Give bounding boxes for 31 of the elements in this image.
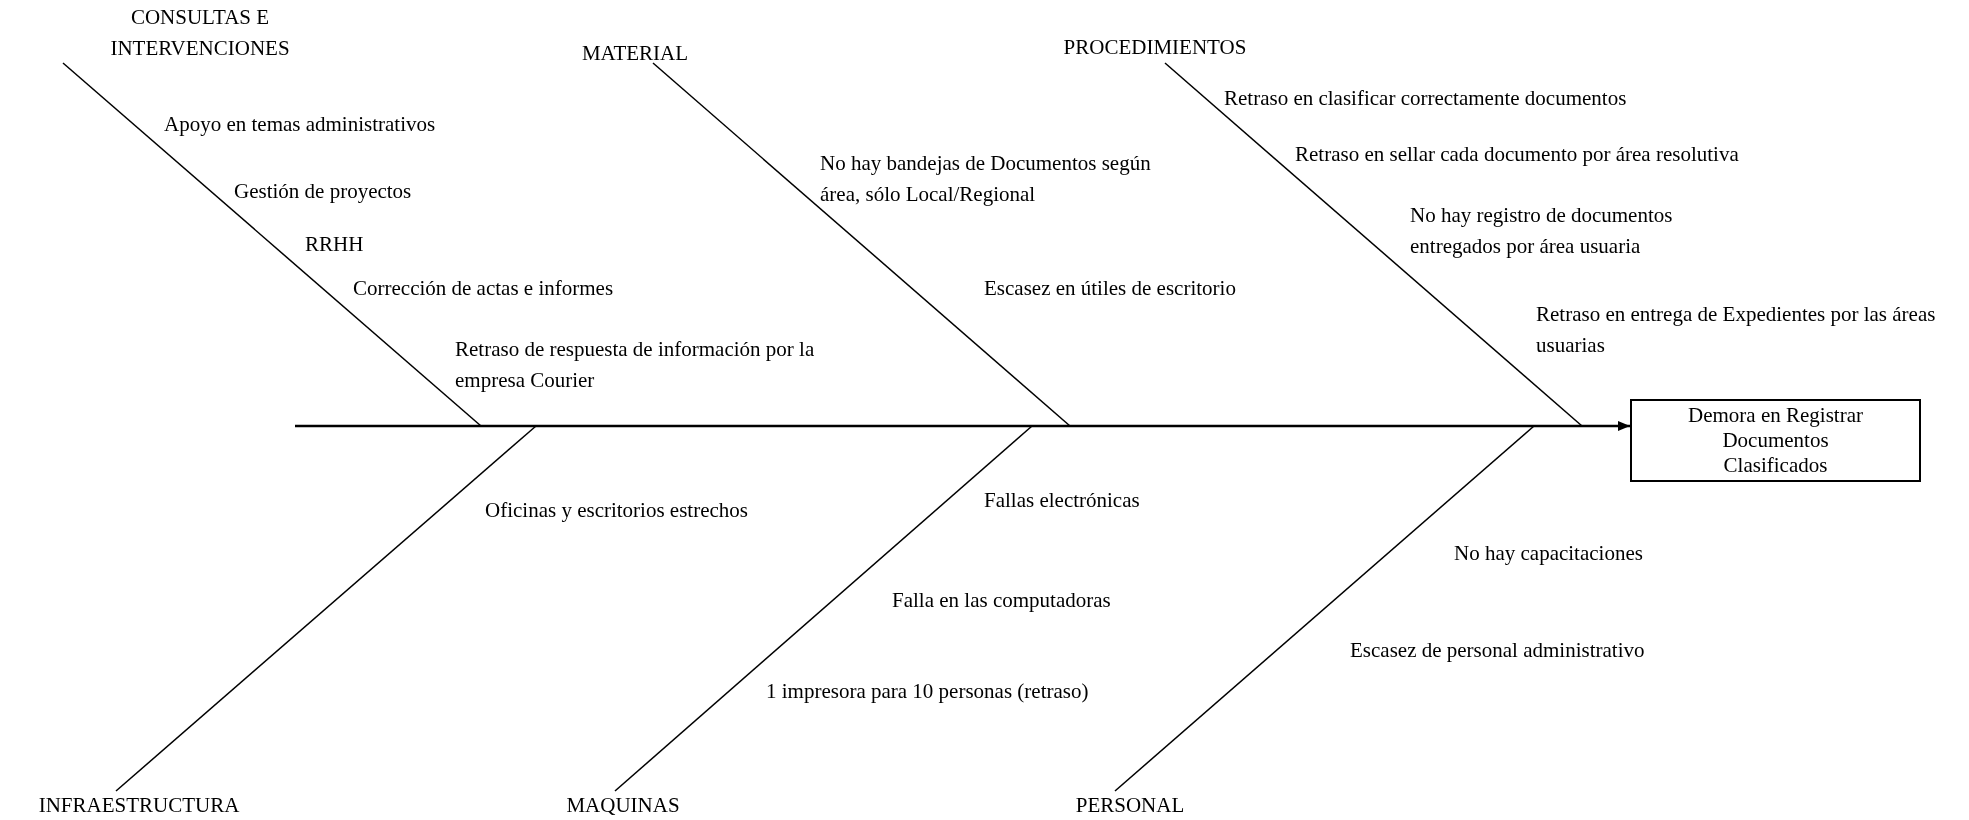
cause-label: Falla en las computadoras — [892, 587, 1111, 614]
cause-label: Escasez en útiles de escritorio — [984, 275, 1236, 302]
bone-line — [614, 425, 1033, 792]
category-label: INFRAESTRUCTURA — [4, 790, 274, 820]
cause-label: No hay registro de documentos entregados por área usuaria — [1410, 202, 1674, 260]
category-label: MATERIAL — [560, 38, 710, 69]
bone-line — [652, 62, 1071, 427]
cause-label: Corrección de actas e informes — [353, 275, 614, 302]
category-label: MAQUINAS — [548, 790, 698, 820]
category-label: CONSULTAS E INTERVENCIONES — [70, 2, 330, 64]
cause-label: No hay bandejas de Documentos según área, sólo Local/Regional — [820, 150, 1152, 208]
cause-label: 1 impresora para 10 personas (retraso) — [766, 678, 1089, 705]
bone-line — [62, 62, 482, 427]
cause-label: Escasez de personal administrativo — [1350, 637, 1645, 664]
spine-arrow — [295, 421, 1630, 431]
bone-line — [1114, 425, 1535, 792]
cause-label: Apoyo en temas administrativos — [164, 111, 436, 138]
cause-label: Retraso en entrega de Expedientes por las áreas usuarias — [1536, 301, 1937, 359]
cause-label: RRHH — [305, 231, 364, 258]
effect-box: Demora en Registrar Documentos Clasificados — [1630, 399, 1921, 482]
cause-label: Retraso en clasificar correctamente documentos — [1224, 85, 1627, 112]
bone-line — [115, 425, 537, 792]
category-label: PERSONAL — [1055, 790, 1205, 820]
cause-label: Fallas electrónicas — [984, 487, 1140, 514]
category-label: PROCEDIMIENTOS — [1030, 32, 1280, 63]
cause-label: No hay capacitaciones — [1454, 540, 1643, 567]
cause-label: Retraso de respuesta de información por la empresa Courier — [455, 336, 816, 394]
cause-label: Retraso en sellar cada documento por área resolutiva — [1295, 141, 1739, 168]
cause-label: Oficinas y escritorios estrechos — [485, 497, 748, 524]
bone-line — [1164, 62, 1583, 427]
cause-label: Gestión de proyectos — [234, 178, 412, 205]
